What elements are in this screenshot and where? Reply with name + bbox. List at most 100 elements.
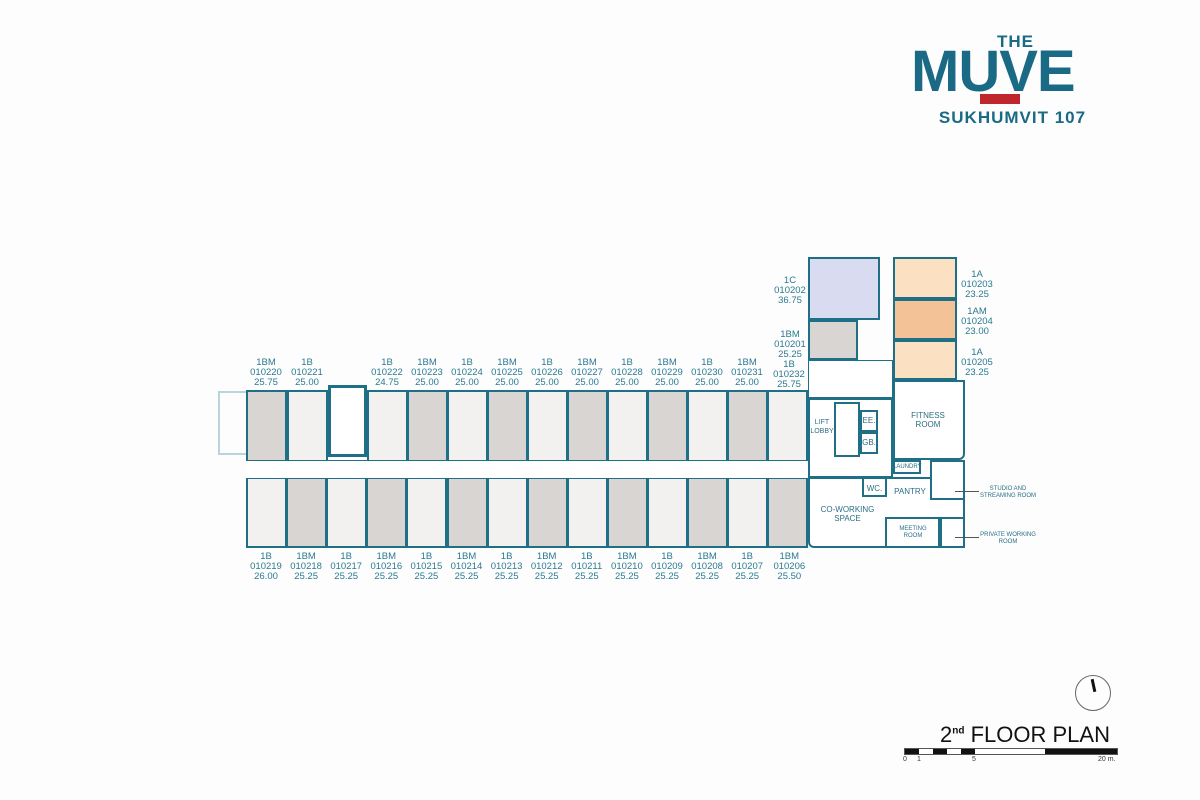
coworking-label: CO-WORKING SPACE <box>820 505 875 523</box>
stair-west <box>328 385 367 457</box>
unit-no: 010219 <box>250 561 282 572</box>
unit-no: 010222 <box>371 367 403 378</box>
unit-area: 25.00 <box>295 377 319 388</box>
laundry <box>893 460 921 474</box>
unit-no: 010206 <box>773 561 806 572</box>
unit-no: 010229 <box>651 367 683 378</box>
logo: THE MUVE SUKHUMVIT 107 <box>905 32 1125 132</box>
unit-type: 1B <box>783 359 795 370</box>
gb-label: GB. <box>862 438 876 447</box>
unit-no: 010220 <box>250 367 282 378</box>
north-arrow-icon <box>1075 675 1111 711</box>
unit-no: 010212 <box>530 561 563 572</box>
wc <box>862 477 887 497</box>
unit-type: 1BM <box>779 551 800 562</box>
unit-type: 1B <box>340 551 352 562</box>
unit-type: 1B <box>701 357 713 368</box>
gb-room <box>860 432 878 454</box>
unit-type: 1B <box>420 551 433 562</box>
unit-area: 25.25 <box>735 571 760 582</box>
unit-type: 1B <box>580 551 593 562</box>
unit-010211 <box>566 476 608 548</box>
unit-no: 010226 <box>531 367 563 378</box>
unit-010227 <box>567 390 608 462</box>
unit-area: 25.25 <box>695 571 719 582</box>
unit-area: 24.75 <box>375 377 399 388</box>
unit-no: 010224 <box>451 367 483 378</box>
unit-010210 <box>606 476 648 548</box>
fitness-label: FITNESS ROOM <box>911 411 945 429</box>
unit-010222 <box>367 390 408 462</box>
unit-area: 25.75 <box>777 379 801 390</box>
stair-east <box>808 360 893 398</box>
unit-type: 1BM <box>697 551 717 562</box>
unit-area: 25.25 <box>334 571 359 582</box>
ee-room <box>860 410 878 432</box>
unit-type: 1B <box>741 551 753 562</box>
unit-area: 25.25 <box>615 571 639 582</box>
private-leader-line <box>955 537 979 538</box>
unit-type: 1B <box>301 357 313 368</box>
logo-main: MUVE <box>911 39 1076 104</box>
unit-no: 010216 <box>370 561 403 572</box>
private-working-room <box>940 517 965 548</box>
meeting-label: MEETING ROOM <box>899 526 927 539</box>
unit-no: 010208 <box>691 561 723 572</box>
unit-no: 010205 <box>961 357 993 368</box>
lift-shaft <box>834 402 860 457</box>
scale-0: 0 <box>903 756 907 763</box>
unit-area: 25.00 <box>735 377 759 388</box>
unit-010217 <box>326 476 368 548</box>
unit-010206 <box>767 476 809 548</box>
unit-010224 <box>447 390 488 462</box>
unit-no: 010209 <box>651 561 683 572</box>
unit-010202 <box>808 257 880 320</box>
unit-area: 25.25 <box>294 571 318 582</box>
unit-area: 23.00 <box>965 326 989 337</box>
unit-type: 1A <box>971 347 983 358</box>
unit-area: 25.00 <box>695 377 719 388</box>
unit-area: 25.25 <box>494 571 519 582</box>
unit-type: 1B <box>500 551 513 562</box>
unit-no: 010218 <box>290 561 322 572</box>
unit-no: 010215 <box>410 561 443 572</box>
unit-010209 <box>647 476 688 548</box>
logo-sub: SUKHUMVIT 107 <box>938 108 1087 127</box>
unit-010207 <box>727 476 769 548</box>
unit-type: 1BM <box>256 357 276 368</box>
unit-no: 010232 <box>773 369 805 380</box>
unit-type: 1BM <box>456 551 477 562</box>
unit-area: 25.25 <box>655 571 679 582</box>
fitness-room <box>893 380 965 460</box>
unit-no: 010202 <box>774 285 806 296</box>
unit-area: 25.25 <box>454 571 479 582</box>
title-suffix: nd <box>952 725 965 737</box>
unit-no: 010204 <box>961 316 993 327</box>
unit-no: 010231 <box>731 367 763 378</box>
scale-5: 5 <box>972 756 976 763</box>
logo-red-bar <box>980 94 1020 104</box>
unit-type: 1BM <box>417 357 437 368</box>
unit-type: 1A <box>971 269 983 280</box>
meeting-room <box>885 517 940 548</box>
unit-010223 <box>407 390 448 462</box>
title-ordinal: 2 <box>940 722 953 747</box>
title-text: FLOOR PLAN <box>970 722 1110 747</box>
unit-area: 25.50 <box>777 571 802 582</box>
unit-type: 1AM <box>967 306 987 317</box>
unit-010212 <box>526 476 568 548</box>
unit-type: 1BM <box>617 551 637 562</box>
scale-1: 1 <box>917 756 921 763</box>
